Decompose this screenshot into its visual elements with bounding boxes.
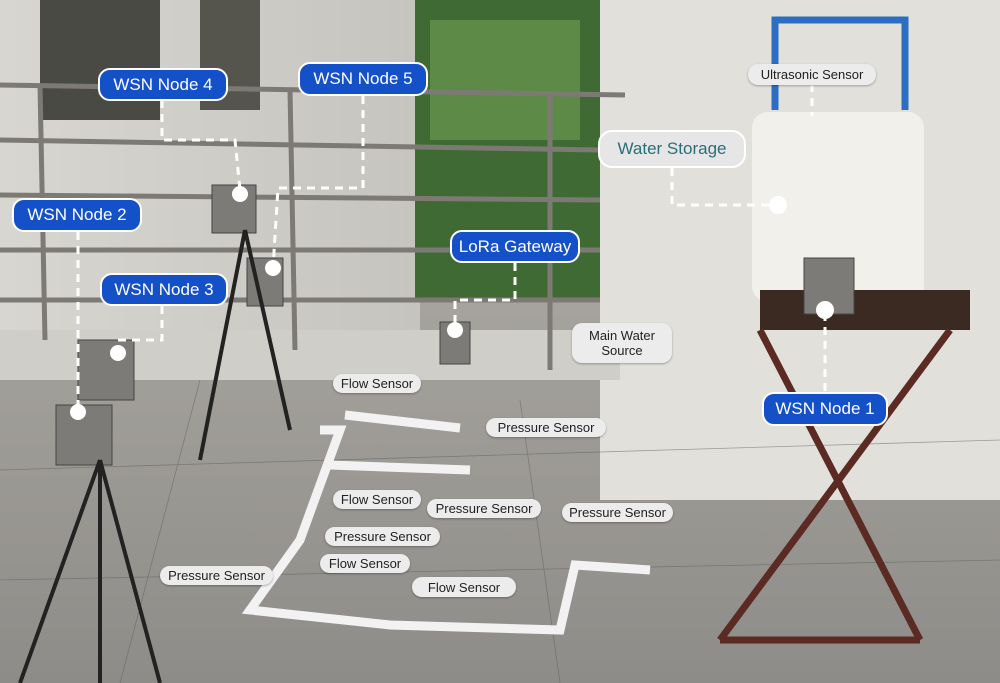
label-wsn-node-3: WSN Node 3 <box>100 273 228 306</box>
connector-dots <box>70 186 834 420</box>
main-water-source-line1: Main Water <box>589 328 655 343</box>
label-pressure-sensor: Pressure Sensor <box>486 418 606 437</box>
label-flow-sensor: Flow Sensor <box>333 490 421 509</box>
label-wsn-node-5: WSN Node 5 <box>298 62 428 96</box>
label-wsn-node-4: WSN Node 4 <box>98 68 228 101</box>
tripods <box>18 229 292 683</box>
label-flow-sensor: Flow Sensor <box>320 554 410 573</box>
label-flow-sensor: Flow Sensor <box>412 577 516 597</box>
water-tank <box>752 112 924 302</box>
label-water-storage: Water Storage <box>598 130 746 168</box>
pipes <box>241 410 651 635</box>
label-pressure-sensor: Pressure Sensor <box>427 499 541 518</box>
label-flow-sensor: Flow Sensor <box>333 374 421 393</box>
stand <box>760 290 970 330</box>
label-wsn-node-1: WSN Node 1 <box>762 392 888 426</box>
connector-lines <box>76 84 827 415</box>
label-pressure-sensor: Pressure Sensor <box>160 566 273 585</box>
label-main-water-source: Main Water Source <box>572 323 672 363</box>
label-ultrasonic-sensor: Ultrasonic Sensor <box>748 64 876 85</box>
label-wsn-node-2: WSN Node 2 <box>12 198 142 232</box>
label-pressure-sensor: Pressure Sensor <box>325 527 440 546</box>
label-pressure-sensor: Pressure Sensor <box>562 503 673 522</box>
main-water-source-line2: Source <box>601 343 643 358</box>
label-lora-gateway: LoRa Gateway <box>450 230 580 263</box>
